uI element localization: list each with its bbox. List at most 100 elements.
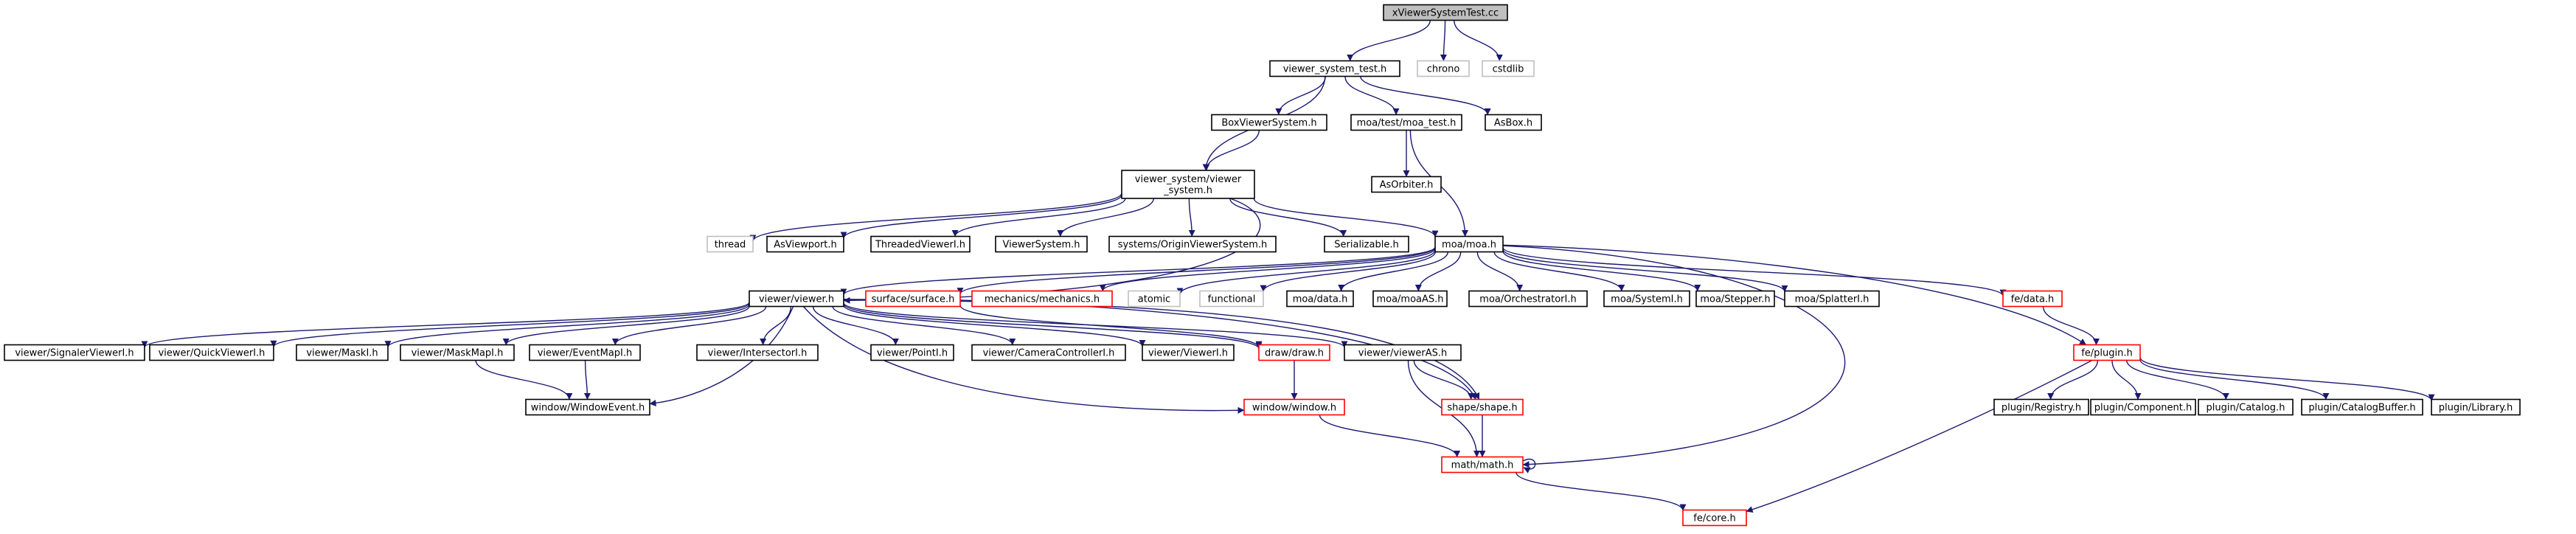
node-box-atomic <box>1128 290 1181 308</box>
node-signaler[interactable]: viewer/SignalerViewerI.h <box>4 344 145 361</box>
node-camera[interactable]: viewer/CameraControllerI.h <box>971 344 1126 361</box>
node-fecore[interactable]: fe/core.h <box>1682 509 1747 527</box>
node-threaded[interactable]: ThreadedViewerI.h <box>870 235 971 253</box>
edge-moa-to-orchestrator <box>1476 252 1524 291</box>
node-box-originvs <box>1108 235 1277 253</box>
edge-vst-to-asbox <box>1360 76 1491 115</box>
node-splatter[interactable]: moa/SplatterI.h <box>1784 290 1880 308</box>
node-window[interactable]: window/window.h <box>1243 398 1345 416</box>
edge-fedata-to-plugin <box>2042 306 2100 345</box>
edge-vst-to-boxvs <box>1275 76 1326 115</box>
node-box-functional <box>1199 290 1264 308</box>
node-moaas[interactable]: moa/moaAS.h <box>1372 290 1448 308</box>
node-moatest[interactable]: moa/test/moa_test.h <box>1350 114 1462 131</box>
node-box-asbox <box>1485 114 1542 131</box>
node-vsys[interactable]: viewer_system/viewer_system.h <box>1121 170 1255 199</box>
node-draw[interactable]: draw/draw.h <box>1258 344 1330 361</box>
node-catalog[interactable]: plugin/Catalog.h <box>2198 398 2294 416</box>
node-moadata[interactable]: moa/data.h <box>1286 290 1354 308</box>
edge-moa-to-systemi <box>1493 252 1625 291</box>
node-plugin[interactable]: fe/plugin.h <box>2073 344 2141 361</box>
node-registry[interactable]: plugin/Registry.h <box>1993 398 2089 416</box>
node-serializable[interactable]: Serializable.h <box>1324 235 1409 253</box>
edge-viewer-to-maski <box>384 304 750 348</box>
node-moa[interactable]: moa/moa.h <box>1434 235 1504 253</box>
node-maski[interactable]: viewer/MaskI.h <box>296 344 389 361</box>
node-pointi[interactable]: viewer/PointI.h <box>870 344 954 361</box>
edge-viewer-to-pointi <box>812 306 899 345</box>
edge-plugin-to-fecore <box>1746 359 2093 513</box>
node-label-vst: viewer_system_test.h <box>1283 64 1387 75</box>
node-box-windowevent <box>525 398 650 416</box>
node-box-asorbiter <box>1371 176 1442 193</box>
node-box-root <box>1383 4 1508 21</box>
node-quick[interactable]: viewer/QuickViewerI.h <box>149 344 274 361</box>
node-library[interactable]: plugin/Library.h <box>2431 398 2521 416</box>
node-label-asorbiter: AsOrbiter.h <box>1380 180 1434 191</box>
node-root[interactable]: xViewerSystemTest.cc <box>1383 4 1508 21</box>
edge-vsys-to-thread <box>749 193 1122 242</box>
node-box-moadata <box>1286 290 1354 308</box>
node-label-functional: functional <box>1208 294 1256 305</box>
node-component[interactable]: plugin/Component.h <box>2090 398 2196 416</box>
node-box-vieweri <box>1142 344 1235 361</box>
node-box-plugin <box>2073 344 2141 361</box>
edge-viewer-to-camera <box>832 306 1016 345</box>
node-label-moa: moa/moa.h <box>1442 240 1496 251</box>
edge-moa-to-viewer <box>840 246 1436 296</box>
node-label-pointi: viewer/PointI.h <box>877 348 948 359</box>
node-originvs[interactable]: systems/OriginViewerSystem.h <box>1108 235 1277 253</box>
node-systemi[interactable]: moa/SystemI.h <box>1603 290 1690 308</box>
node-vst[interactable]: viewer_system_test.h <box>1269 60 1400 77</box>
node-viewer[interactable]: viewer/viewer.h <box>749 290 844 308</box>
edge-viewer-to-vieweri <box>843 305 1146 347</box>
node-asbox[interactable]: AsBox.h <box>1485 114 1542 131</box>
node-surface[interactable]: surface/surface.h <box>865 290 961 308</box>
edge-moa-to-math <box>1502 245 1846 468</box>
node-box-math <box>1441 456 1524 474</box>
node-label-vsys-0: viewer_system/viewer <box>1135 174 1242 185</box>
node-eventmap[interactable]: viewer/EventMapI.h <box>529 344 641 361</box>
node-windowevent[interactable]: window/WindowEvent.h <box>525 398 650 416</box>
node-shape[interactable]: shape/shape.h <box>1441 398 1524 416</box>
node-label-mechanics: mechanics/mechanics.h <box>985 294 1100 305</box>
node-label-asbox: AsBox.h <box>1494 118 1532 129</box>
node-catalogbuffer[interactable]: plugin/CatalogBuffer.h <box>2301 398 2423 416</box>
node-stepper[interactable]: moa/Stepper.h <box>1695 290 1775 308</box>
node-box-library <box>2431 398 2521 416</box>
node-label-windowevent: window/WindowEvent.h <box>531 403 645 414</box>
edge-viewer-to-window <box>802 306 1245 414</box>
node-fedata[interactable]: fe/data.h <box>2002 290 2063 308</box>
node-label-plugin: fe/plugin.h <box>2081 348 2133 359</box>
node-box-mechanics <box>971 290 1113 308</box>
edge-moa-to-plugin <box>1502 244 2087 346</box>
node-asviewport[interactable]: AsViewport.h <box>766 235 844 253</box>
node-box-moatest <box>1350 114 1462 131</box>
node-viewerAS[interactable]: viewer/viewerAS.h <box>1344 344 1462 361</box>
node-asorbiter[interactable]: AsOrbiter.h <box>1371 176 1442 193</box>
node-label-draw: draw/draw.h <box>1265 348 1324 359</box>
node-orchestrator[interactable]: moa/OrchestratorI.h <box>1468 290 1588 308</box>
node-intersector[interactable]: viewer/IntersectorI.h <box>696 344 819 361</box>
node-mechanics[interactable]: mechanics/mechanics.h <box>971 290 1113 308</box>
edge-moa-to-stepper <box>1502 251 1701 291</box>
node-box-maski <box>296 344 389 361</box>
node-label-moatest: moa/test/moa_test.h <box>1357 118 1457 129</box>
node-maskmap[interactable]: viewer/MaskMapI.h <box>400 344 515 361</box>
node-box-vst <box>1269 60 1400 77</box>
edge-viewerAS-to-shape <box>1413 360 1475 400</box>
node-label-atomic: atomic <box>1138 294 1170 305</box>
node-viewersystem[interactable]: ViewerSystem.h <box>995 235 1088 253</box>
node-box-draw <box>1258 344 1330 361</box>
node-vieweri[interactable]: viewer/ViewerI.h <box>1142 344 1235 361</box>
edge-vsys-to-originvs <box>1188 198 1195 237</box>
node-boxvs[interactable]: BoxViewerSystem.h <box>1211 114 1327 131</box>
node-cstdlib: cstdlib <box>1482 60 1535 77</box>
node-chrono: chrono <box>1417 60 1470 77</box>
edge-viewer-to-maskmap <box>502 305 750 345</box>
node-math[interactable]: math/math.h <box>1441 456 1524 474</box>
node-label-vieweri: viewer/ViewerI.h <box>1148 348 1228 359</box>
node-atomic: atomic <box>1128 290 1181 308</box>
node-label-catalog: plugin/Catalog.h <box>2207 403 2285 414</box>
edge-viewer-to-eventmap <box>611 306 767 345</box>
